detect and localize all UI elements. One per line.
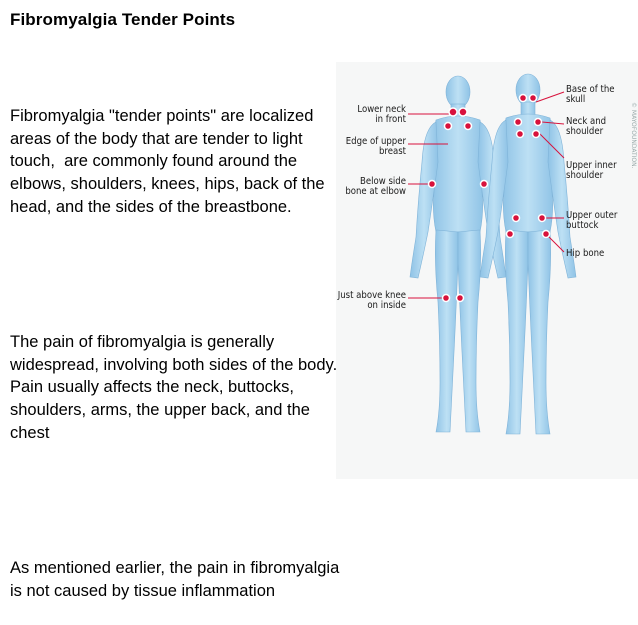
label-above-knee-line2: on inside [367, 300, 406, 311]
label-upper-outer-line1: Upper outer [566, 210, 618, 221]
label-neck-shoulder-line1: Neck and [566, 116, 606, 127]
label-below-side-line1: Below side [360, 176, 406, 187]
figure-labels: Lower neck in front Edge of upper breast… [337, 84, 637, 311]
tender-point-markers [427, 93, 551, 303]
label-upper-inner-line2: shoulder [566, 170, 604, 181]
label-below-side-line2: bone at elbow [345, 186, 406, 197]
paragraph-tender-points: Fibromyalgia "tender points" are localiz… [10, 107, 330, 216]
slide-title: Fibromyalgia Tender Points [10, 10, 236, 29]
back-figure [479, 73, 577, 435]
label-lower-neck-line2: in front [375, 114, 406, 125]
label-upper-inner-line1: Upper inner [566, 160, 617, 171]
label-edge-breast-line1: Edge of upper [346, 136, 407, 147]
label-edge-breast-line2: breast [379, 146, 407, 157]
paragraph-inflammation: As mentioned earlier, the pain in fibrom… [10, 559, 344, 600]
body-diagram: Lower neck in front Edge of upper breast… [337, 73, 637, 435]
paragraph-pain-distribution: The pain of fibromyalgia is generally wi… [10, 333, 338, 442]
label-lower-neck-line1: Lower neck [357, 104, 406, 115]
label-neck-shoulder-line2: shoulder [566, 126, 604, 137]
tender-points-illustration: Lower neck in front Edge of upper breast… [336, 62, 638, 479]
label-base-skull-line1: Base of the [566, 84, 615, 95]
watermark-text: © MAYOFOUNDATION. [630, 102, 637, 169]
front-figure [409, 75, 507, 433]
slide-body: Fibromyalgia "tender points" are localiz… [10, 60, 340, 625]
label-base-skull-line2: skull [566, 94, 585, 105]
label-hip-bone: Hip bone [566, 248, 604, 259]
label-upper-outer-line2: buttock [566, 220, 598, 231]
label-above-knee-line1: Just above knee [337, 290, 406, 301]
